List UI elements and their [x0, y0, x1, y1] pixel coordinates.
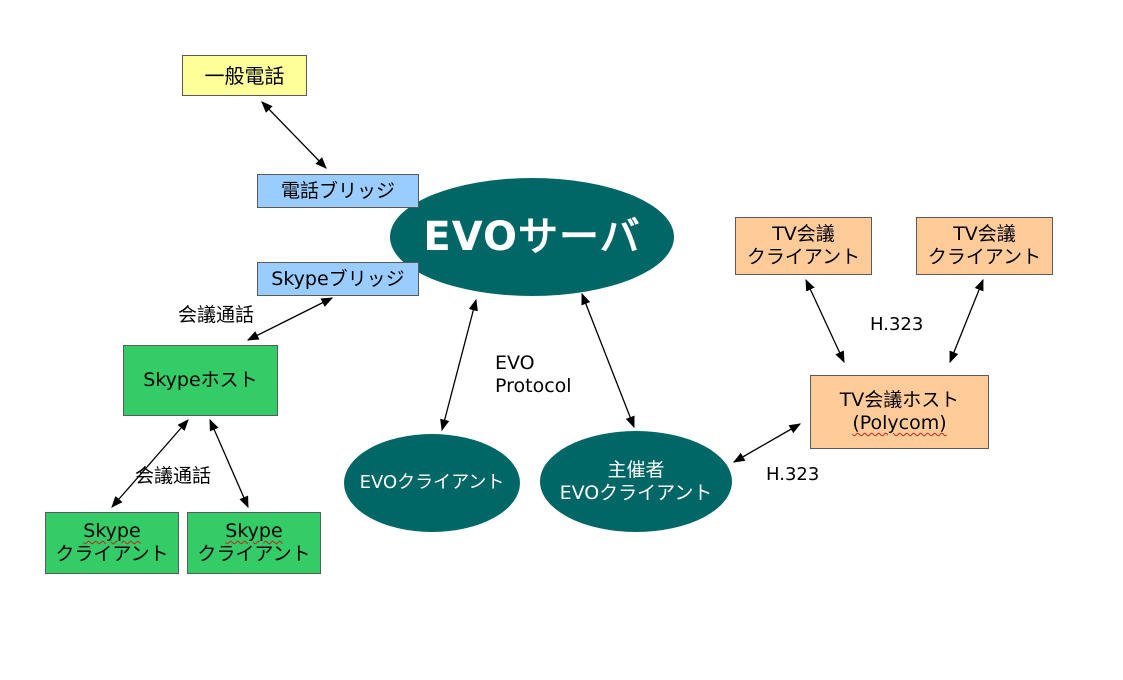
arrow-evo-server-to-host-evo-client — [581, 292, 635, 429]
skype-bridge-node: Skypeブリッジ — [257, 262, 419, 296]
h323-label-bottom: H.323 — [766, 464, 820, 485]
skype-host-node: Skypeホスト — [123, 345, 278, 416]
evo-protocol-line2: Protocol — [495, 374, 572, 397]
host-evo-client-line1: 主催者 — [607, 458, 665, 481]
evo-protocol-label: EVO Protocol — [495, 352, 572, 398]
tv-client-1-line1: TV会議 — [772, 223, 835, 246]
skype-host-label: Skypeホスト — [143, 369, 258, 392]
conference-call-label-top: 会議通話 — [178, 304, 255, 326]
arrow-phone-to-phone-bridge — [261, 101, 327, 169]
evo-client-node: EVOクライアント — [344, 434, 520, 532]
phone-bridge-label: 電話ブリッジ — [280, 179, 395, 202]
skype-client-1-line1: Skype — [83, 520, 141, 543]
skype-client-1-line2: クライアント — [55, 543, 169, 565]
arrow-tv-client1-to-tv-host — [805, 278, 845, 364]
tv-client-1-line2: クライアント — [746, 246, 861, 268]
tv-client-node-1: TV会議 クライアント — [735, 217, 872, 275]
phone-bridge-node: 電話ブリッジ — [257, 174, 419, 208]
tv-client-node-2: TV会議 クライアント — [916, 217, 1053, 275]
tv-client-2-line1: TV会議 — [953, 223, 1016, 246]
phone-label: 一般電話 — [204, 63, 285, 88]
skype-client-node-1: Skype クライアント — [45, 512, 179, 574]
evo-server-label: EVOサーバ — [423, 214, 641, 260]
tv-host-node: TV会議ホスト (Polycom) — [810, 375, 989, 449]
skype-client-node-2: Skype クライアント — [187, 512, 321, 574]
evo-server-node: EVOサーバ — [390, 178, 674, 296]
host-evo-client-line2: EVOクライアント — [559, 481, 713, 504]
arrow-skype-host-to-skype-client2 — [209, 418, 249, 509]
skype-client-2-line2: クライアント — [197, 543, 311, 565]
skype-client-2-line1: Skype — [225, 520, 283, 543]
phone-node: 一般電話 — [182, 55, 307, 96]
arrow-skype-bridge-to-skype-host — [246, 297, 334, 341]
evo-protocol-line1: EVO — [495, 352, 535, 374]
tv-host-line1: TV会議ホスト — [839, 389, 960, 412]
tv-host-line2: (Polycom) — [852, 412, 947, 434]
arrow-skype-host-to-skype-client1 — [111, 419, 189, 508]
host-evo-client-node: 主催者 EVOクライアント — [540, 431, 732, 532]
arrow-evo-server-to-evo-client — [440, 298, 478, 432]
tv-client-2-line2: クライアント — [927, 246, 1042, 268]
conference-call-label-bottom: 会議通話 — [135, 465, 212, 487]
skype-bridge-label: Skypeブリッジ — [271, 267, 405, 290]
evo-client-label: EVOクライアント — [359, 472, 505, 494]
arrow-tv-host-to-host-evo-client — [732, 423, 802, 463]
arrow-tv-client2-to-tv-host — [949, 278, 984, 364]
h323-label-top: H.323 — [870, 314, 924, 335]
